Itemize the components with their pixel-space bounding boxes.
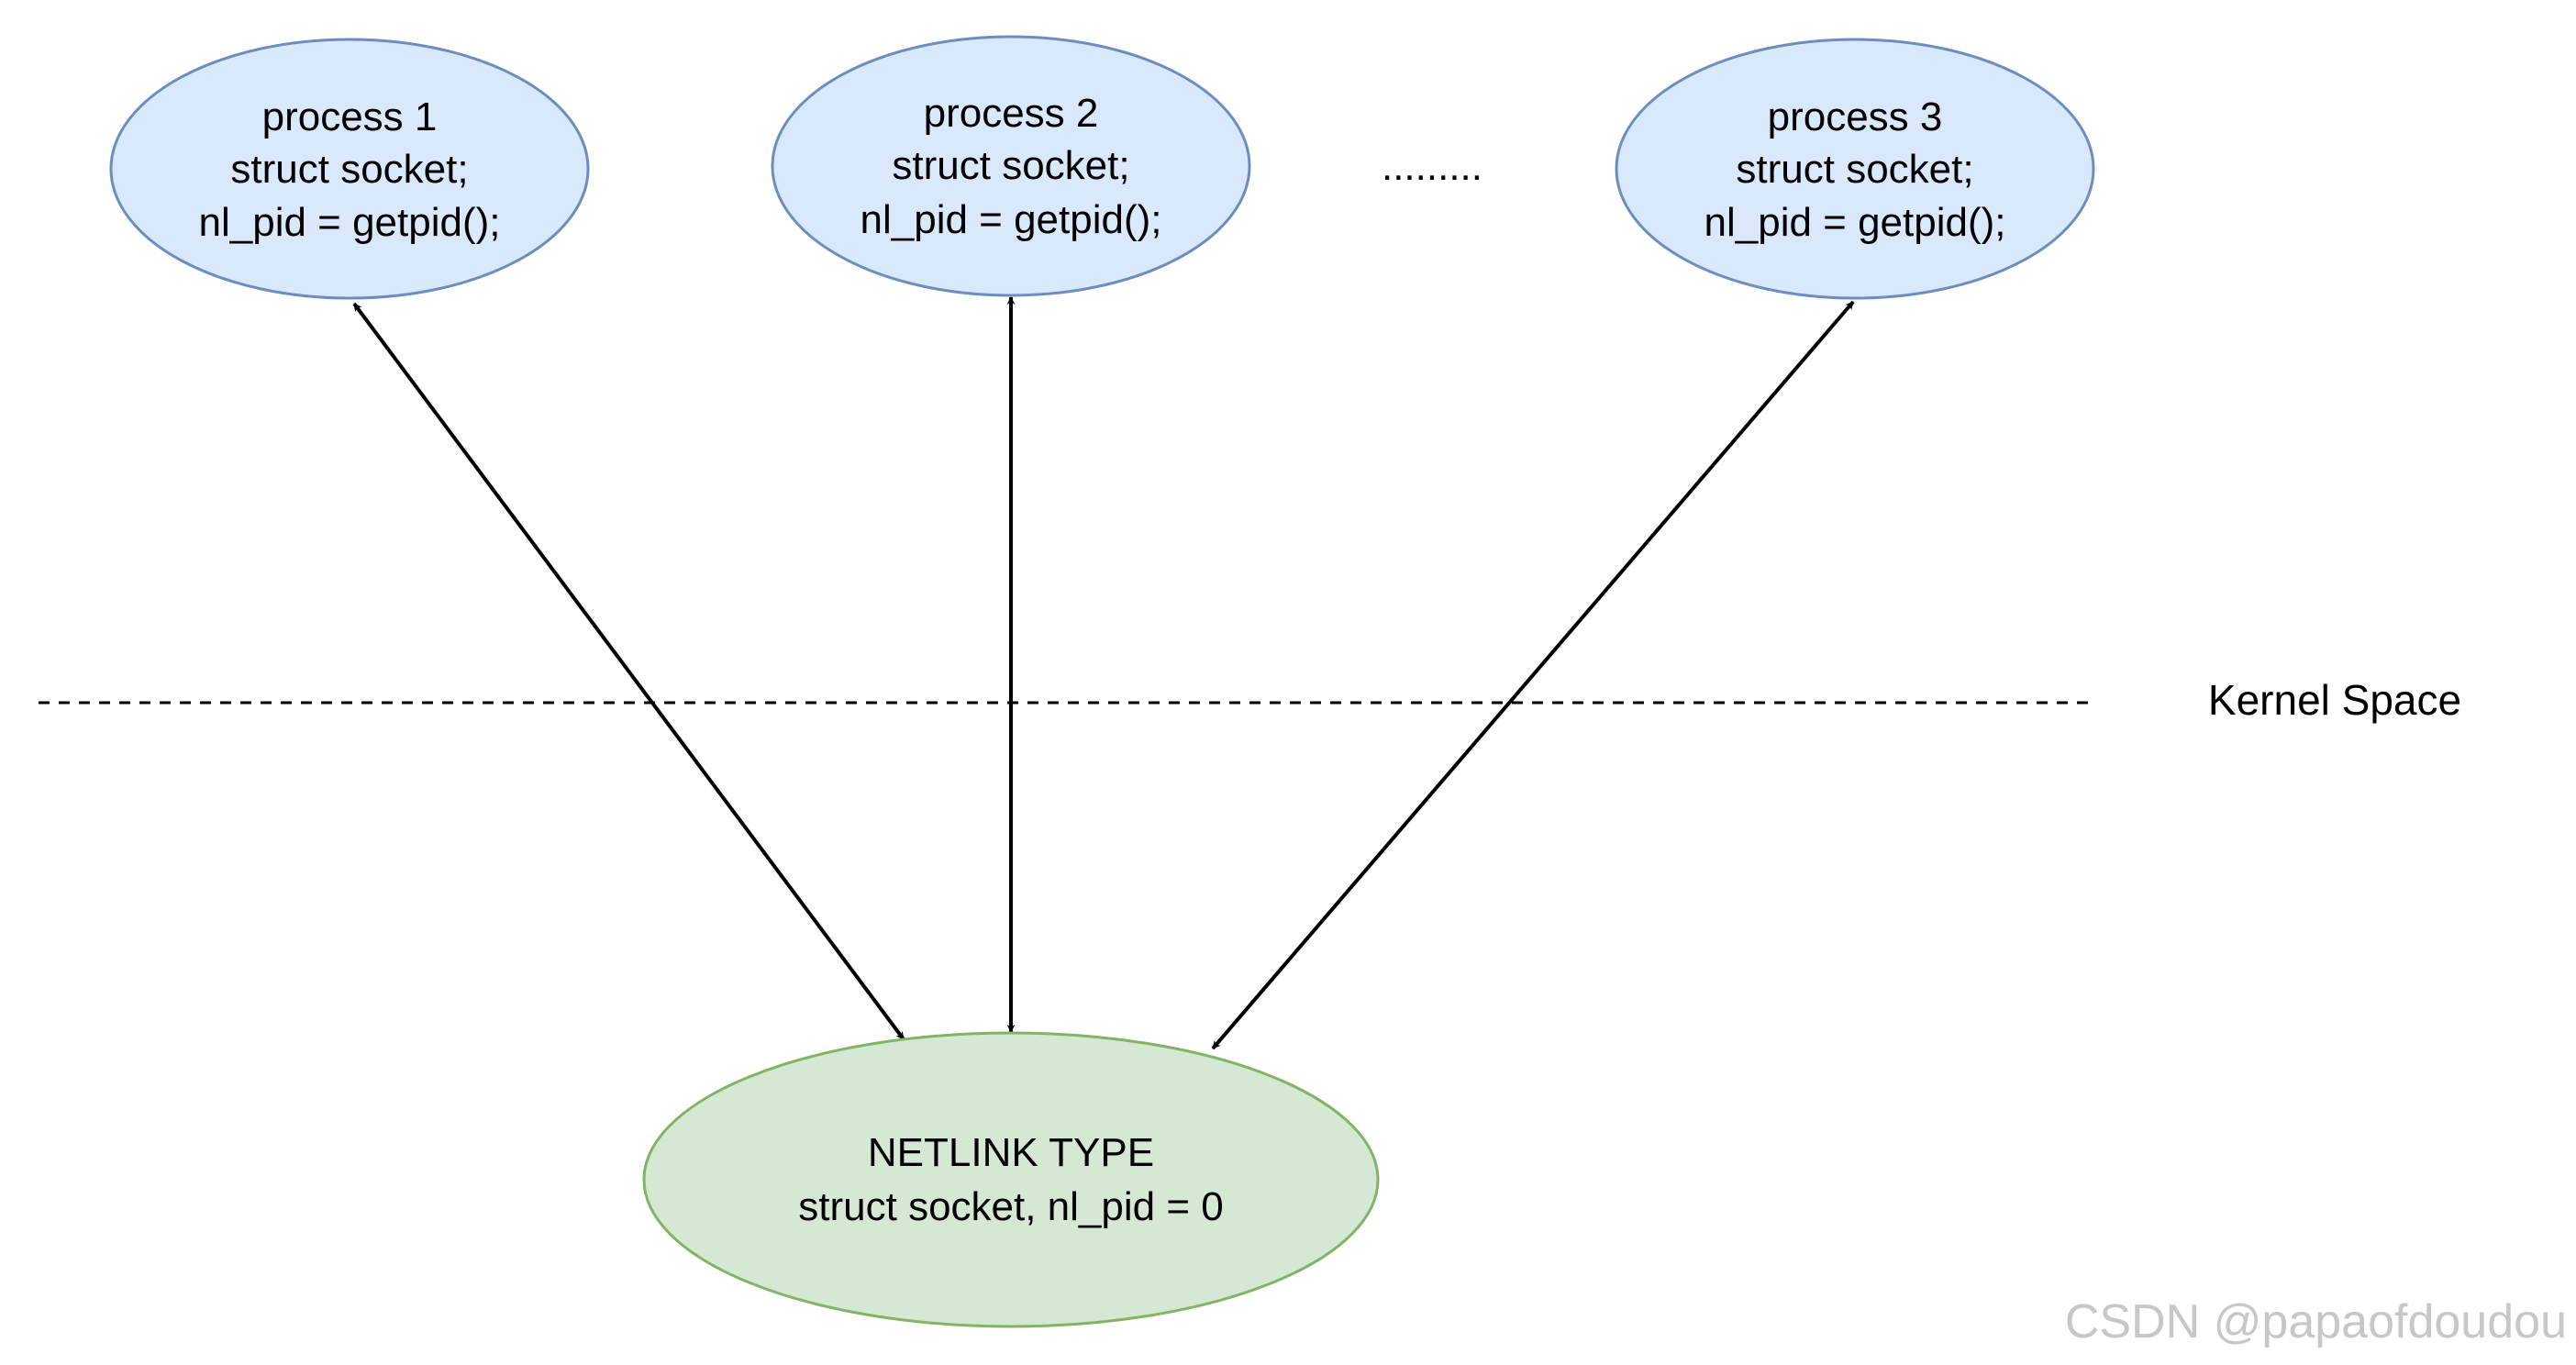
netlink-kernel-node-shape [642, 1031, 1380, 1328]
process-node-2-title: process 2 [924, 91, 1099, 136]
edge-process-3-netlink [1211, 300, 1855, 1050]
netlink-kernel-node-title: NETLINK TYPE [868, 1130, 1154, 1175]
process-node-2-line2: struct socket; [892, 143, 1129, 188]
process-node-1: process 1 struct socket; nl_pid = getpid… [109, 38, 590, 300]
netlink-kernel-node: NETLINK TYPE struct socket, nl_pid = 0 [642, 1031, 1380, 1328]
process-node-2: process 2 struct socket; nl_pid = getpid… [771, 35, 1251, 297]
watermark: CSDN @papaofdoudou [2065, 1295, 2567, 1348]
kernel-space-label: Kernel Space [2208, 676, 2461, 724]
process-node-3-line2: struct socket; [1736, 147, 1973, 192]
netlink-kernel-node-line2: struct socket, nl_pid = 0 [798, 1184, 1223, 1229]
process-node-2-line3: nl_pid = getpid(); [861, 197, 1162, 242]
process-node-3: process 3 struct socket; nl_pid = getpid… [1615, 38, 2095, 300]
more-processes-ellipsis: ......... [1382, 144, 1482, 189]
process-node-2-shape [771, 35, 1251, 297]
process-node-3-title: process 3 [1768, 94, 1943, 139]
process-node-3-shape [1615, 38, 2095, 300]
process-node-1-shape [109, 38, 590, 300]
edge-process-1-netlink [352, 302, 905, 1041]
process-node-1-title: process 1 [262, 94, 438, 139]
process-node-1-line2: struct socket; [230, 147, 468, 192]
process-node-3-line3: nl_pid = getpid(); [1704, 200, 2006, 245]
process-node-1-line3: nl_pid = getpid(); [199, 200, 501, 245]
